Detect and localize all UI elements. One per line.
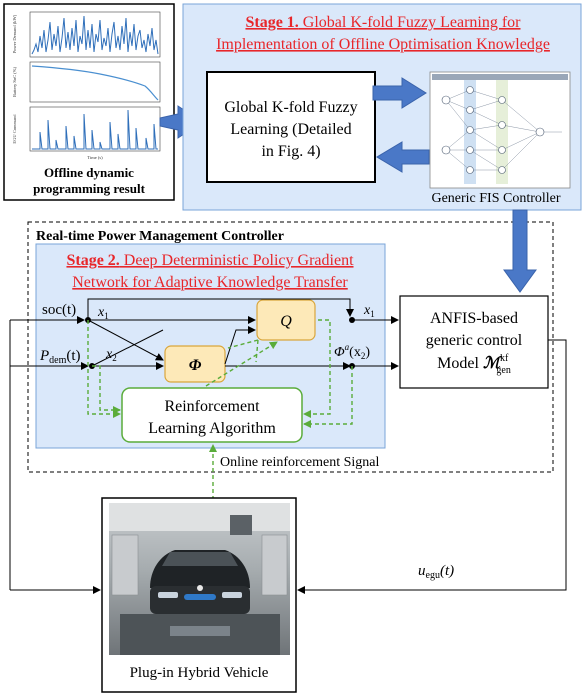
- uegu-tail: (t): [440, 563, 454, 579]
- x1-out-label: x1: [363, 303, 375, 319]
- x1-out-sub: 1: [370, 309, 375, 319]
- pdem-main: P: [39, 348, 49, 364]
- pdem-sub: dem: [49, 355, 66, 366]
- stage1-title-line2: Implementation of Offline Optimisation K…: [216, 36, 550, 53]
- anfis-model-sub: gen: [496, 365, 510, 376]
- chart2-ylabel: Battery SoC (%): [12, 67, 17, 97]
- soc-label: soc(t): [42, 302, 76, 318]
- offline-title-line2: programming result: [33, 181, 145, 196]
- offline-dp-panel: Power Demand (kW) Battery SoC (%) EGU Co…: [3, 3, 175, 201]
- phi-out-tail: (x: [349, 345, 361, 360]
- uegu-label: uegu(t): [418, 563, 454, 581]
- fis-caption: Generic FIS Controller: [431, 191, 560, 206]
- phi-out-main: Φ: [334, 345, 345, 360]
- power-demand-trace: [31, 15, 159, 55]
- stage2-prefix: Stage 2.: [66, 252, 119, 269]
- rl-line2: Learning Algorithm: [148, 420, 276, 437]
- vehicle-photo: [109, 503, 290, 655]
- x2-label: x2: [105, 347, 117, 363]
- online-signal-label: Online reinforcement Signal: [220, 455, 380, 470]
- x2-sub: 2: [112, 353, 117, 363]
- vehicle-caption: Plug-in Hybrid Vehicle: [130, 665, 269, 681]
- chart1-ylabel: Power Demand (kW): [12, 14, 17, 53]
- stage2-title-line2: Network for Adaptive Knowledge Transfer: [72, 274, 348, 291]
- realtime-controller-boundary: [27, 221, 554, 473]
- uegu-sub: egu: [426, 570, 440, 581]
- fuzzy-box-line2: Learning (Detailed: [230, 121, 351, 138]
- battery-soc-trace: [31, 65, 159, 101]
- stage1-prefix: Stage 1.: [245, 14, 298, 31]
- rl-line1: Reinforcement: [164, 398, 260, 415]
- fuzzy-box-line3: in Fig. 4): [261, 143, 320, 160]
- stage1-panel: Stage 1. Global K-fold Fuzzy Learning fo…: [182, 3, 582, 211]
- phi-node-label: Φ: [189, 357, 202, 374]
- battery-soc-chart: Battery SoC (%): [12, 61, 161, 103]
- offline-title-line1: Offline dynamic: [44, 165, 134, 180]
- x1-main: x: [97, 305, 105, 320]
- stage2-panel: Stage 2. Deep Deterministic Policy Gradi…: [35, 243, 386, 449]
- phi-out-sub: 2: [361, 351, 366, 361]
- phi-out-close: ): [365, 345, 370, 360]
- vehicle-panel: Plug-in Hybrid Vehicle: [101, 497, 297, 693]
- chart-xlabel: Time (s): [87, 155, 103, 160]
- fis-to-anfis-arrow: [503, 209, 537, 293]
- signal-wiring: [9, 298, 567, 594]
- x1-sub: 1: [104, 311, 109, 321]
- power-demand-chart: Power Demand (kW): [12, 11, 161, 58]
- stage2-title-line1: Stage 2. Deep Deterministic Policy Gradi…: [66, 252, 354, 269]
- pdem-tail: (t): [66, 348, 80, 364]
- x1-label: x1: [97, 305, 109, 321]
- realtime-label: Real-time Power Management Controller: [36, 229, 284, 244]
- pdem-label: Pdem(t): [39, 348, 81, 366]
- box-to-fis-arrow: [372, 77, 427, 109]
- fis-network-figure: [429, 71, 571, 189]
- anfis-line1: ANFIS-based: [430, 310, 518, 327]
- fis-to-box-arrow: [376, 141, 430, 173]
- chart3-ylabel: EGU Command: [12, 114, 17, 144]
- uegu-main: u: [418, 563, 426, 579]
- anfis-model-sup: kf: [500, 353, 509, 364]
- q-critic-node: [256, 299, 316, 341]
- x2-main: x: [105, 347, 113, 362]
- fuzzy-learning-box: [206, 71, 376, 183]
- stage1-title-line1: Stage 1. Global K-fold Fuzzy Learning fo…: [245, 14, 521, 31]
- stage1-title-rest: Global K-fold Fuzzy Learning for: [299, 14, 521, 31]
- anfis-line2: generic control: [426, 332, 523, 349]
- rl-algorithm-box: [121, 387, 303, 443]
- fuzzy-box-line1: Global K-fold Fuzzy: [224, 99, 357, 116]
- egu-command-chart: EGU Command Time (s): [12, 106, 161, 160]
- phi-out-label: Φa(x2): [334, 342, 370, 361]
- egu-command-trace: [32, 109, 158, 150]
- x1-out-main: x: [363, 303, 371, 318]
- stage2-title-rest: Deep Deterministic Policy Gradient: [120, 252, 354, 269]
- anfis-model-symbol: ℳ: [483, 355, 503, 372]
- phi-out-sup: a: [345, 342, 350, 352]
- rl-feedback-paths: [87, 319, 353, 500]
- q-node-label: Q: [280, 313, 292, 330]
- anfis-model-word: Model: [437, 355, 483, 372]
